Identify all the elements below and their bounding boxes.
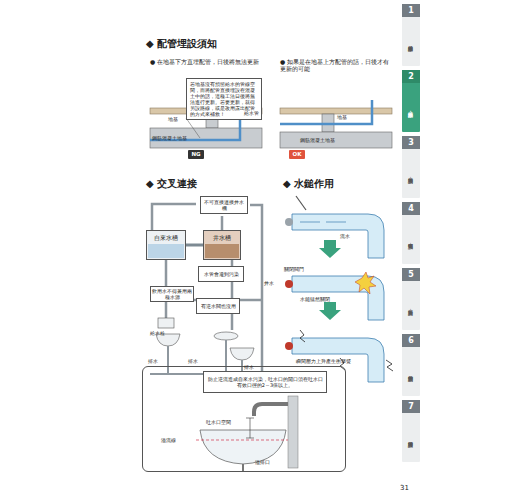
basin	[200, 430, 286, 464]
note-box: 飲用水不得兼用兩種水源	[150, 286, 194, 302]
valve	[285, 280, 293, 288]
chapter-number: 5	[402, 268, 420, 281]
floor-board	[280, 108, 392, 114]
faucet	[254, 404, 288, 416]
chapter-number: 6	[402, 334, 420, 347]
concrete-slab	[280, 132, 392, 148]
chapter-title: 瓦斯・防災設備	[402, 283, 420, 329]
note-box: 有逆水閥也沒用	[196, 298, 240, 314]
part-label: 鋼筋混凝土地基	[300, 137, 335, 143]
toilet-tank	[158, 318, 174, 328]
chapter-tab: 7 設備的維護管理	[402, 400, 420, 462]
part-label: 水鎚猛然關閉	[300, 296, 330, 302]
part-label: 排水	[148, 358, 158, 364]
part-label: 井水	[264, 280, 274, 286]
chapter-title: 給排水設備的基本	[402, 19, 420, 65]
box-text: NG	[191, 151, 200, 158]
box-text: 有逆水閥也沒用	[201, 303, 236, 309]
box-text: 水管會遭到污染	[204, 271, 239, 277]
chapter-title: 設備的維護管理	[402, 415, 420, 461]
box-text: 防止逆流造成自來水污染，吐水口的開口須在吐水口有效口徑的2～3倍以上。	[206, 376, 324, 388]
pipe-stage	[285, 196, 384, 258]
flow-mark	[300, 222, 346, 223]
detail-balloon: 吐水口空間溢流線溢排口 防止逆流造成自來水污染，吐水口的開口須在吐水口有效口徑的2…	[142, 366, 346, 472]
part-label: 給水管	[244, 110, 259, 116]
concrete-slab	[150, 128, 262, 148]
warning-box: 不可直接連接井水機	[200, 196, 248, 214]
box-text: OK	[293, 151, 302, 158]
part-label: 溢排口	[255, 459, 270, 465]
shock-mark	[300, 330, 305, 342]
box-text: 自來水槽	[154, 234, 178, 241]
chapter-title: 電氣・照明設備	[402, 217, 420, 263]
part-label: 鋼筋混凝土地基	[152, 135, 187, 141]
impact-burst	[355, 272, 376, 294]
shock-mark	[386, 360, 393, 371]
exposed-pipe	[280, 100, 372, 124]
wall	[288, 396, 298, 468]
box-text: 井水槽	[213, 234, 231, 241]
section-heading: ◆ 配管埋設須知	[146, 38, 217, 50]
dimension-line	[246, 418, 254, 438]
leader-line	[186, 118, 200, 138]
overflow-line	[196, 440, 288, 441]
step-arrow	[319, 240, 341, 258]
valve	[285, 342, 293, 350]
part-label: 流水	[340, 233, 350, 239]
note-box: 水管會遭到污染	[198, 266, 244, 282]
valve-hand	[296, 196, 306, 210]
water-pipe	[292, 214, 384, 258]
part-label: 排水	[188, 358, 198, 364]
part-label: 地基	[168, 116, 178, 122]
sub-heading: 瞬間壓力上升產生衝擊聲	[296, 358, 368, 364]
toilet-bowl	[230, 348, 254, 360]
part-label: 給水栓	[150, 330, 165, 336]
chapter-number: 1	[402, 4, 420, 17]
sub-heading: ● 如果是在地基上方配管的話，日後才有更新的可能	[280, 58, 392, 72]
chapter-tab: 1 給排水設備的基本	[402, 4, 420, 66]
pipe-stage	[285, 272, 384, 320]
chapter-tab: 3 換氣・空調設備	[402, 136, 420, 198]
chapter-number: 2	[402, 70, 420, 83]
box-text: 不可直接連接井水機	[202, 199, 246, 211]
chapter-title: 換氣・空調設備	[402, 151, 420, 197]
chapter-tab: 5 瓦斯・防災設備	[402, 268, 420, 330]
cross-connection-pipe	[186, 244, 203, 247]
chapter-title: 住宅設備的規劃	[402, 349, 420, 395]
chapter-title: 給・排水・熱水設備	[402, 85, 420, 131]
section-heading: ◆ 水鎚作用	[283, 178, 334, 190]
chapter-tab: 4 電氣・照明設備	[402, 202, 420, 264]
step-arrow	[319, 302, 341, 320]
chapter-number: 4	[402, 202, 420, 215]
drain-outlet	[242, 464, 244, 471]
water-tank: 井水槽	[203, 230, 241, 260]
wash-basin	[214, 332, 238, 340]
sub-heading: ● 在地基下方直埋配管，日後將無法更新	[150, 58, 260, 65]
part-label: 關閉閥門	[284, 266, 304, 272]
chapter-tab: 2 給・排水・熱水設備	[402, 70, 420, 132]
part-label: 排水	[244, 364, 254, 370]
water-tank: 自來水槽	[146, 230, 186, 260]
ng-badge: NG	[188, 150, 204, 159]
ok-badge: OK	[289, 150, 305, 159]
note-box: 防止逆流造成自來水污染，吐水口的開口須在吐水口有效口徑的2～3倍以上。	[203, 371, 327, 393]
chapter-tab: 6 住宅設備的規劃	[402, 334, 420, 396]
drain-pipe	[150, 340, 250, 374]
chapter-number: 3	[402, 136, 420, 149]
section-heading: ◆ 交叉連接	[146, 178, 197, 190]
part-label: 31	[400, 484, 409, 492]
valve	[285, 218, 293, 226]
box-text: 飲用水不得兼用兩種水源	[151, 288, 193, 300]
chapter-number: 7	[402, 400, 420, 413]
part-label: 吐水口空間	[206, 419, 231, 425]
part-label: 地基	[337, 114, 347, 120]
part-label: 溢流線	[161, 437, 176, 443]
